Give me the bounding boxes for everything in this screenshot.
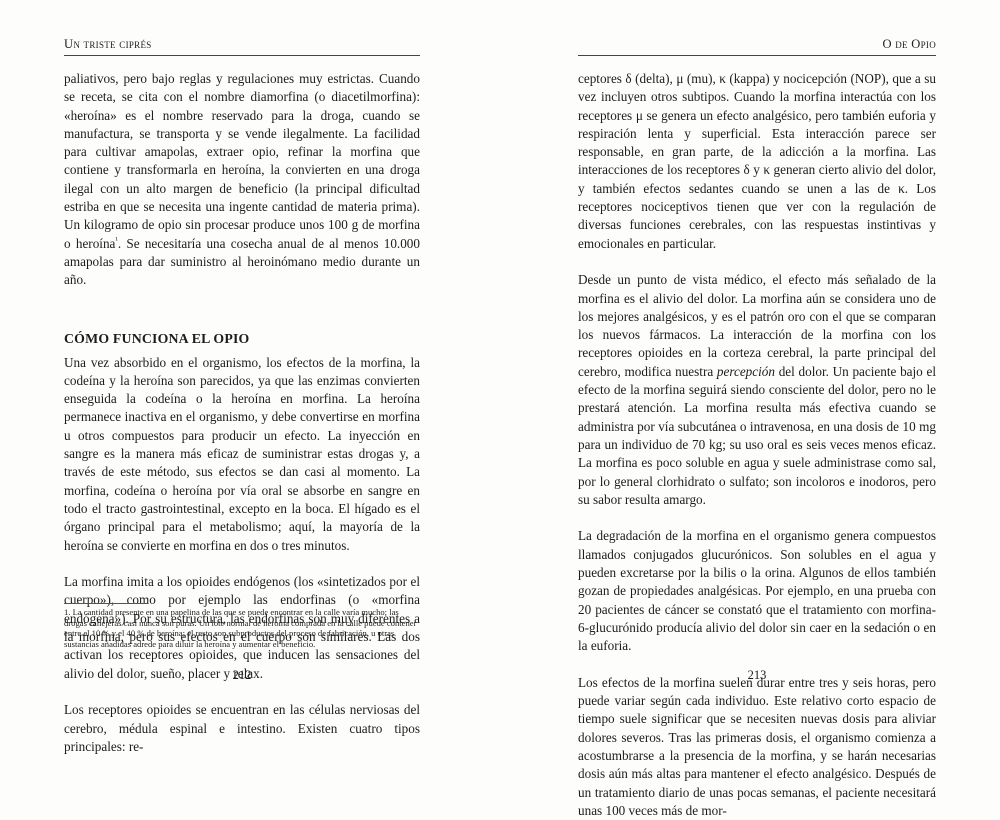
running-head-left: Un triste ciprés	[64, 37, 420, 56]
paragraph: La morfina imita a los opioides endógeno…	[64, 574, 420, 681]
footnote-rule	[64, 603, 148, 604]
paragraph: La degradación de la morfina en el organ…	[578, 528, 936, 654]
emphasis-text: percepción	[716, 363, 775, 379]
paragraph-text: . Se necesitaría una cosecha anual de al…	[64, 235, 420, 288]
left-page: Un triste ciprés paliativos, pero bajo r…	[64, 0, 420, 754]
footnote-marker[interactable]: ¹	[115, 235, 118, 245]
page-number-left: 212	[232, 668, 252, 682]
paragraph: Los efectos de la morfina suelen durar e…	[578, 674, 936, 818]
book-spread: Un triste ciprés paliativos, pero bajo r…	[64, 0, 936, 818]
section-heading: CÓMO FUNCIONA EL OPIO	[64, 330, 250, 346]
paragraph: Los receptores opioides se encuentran en…	[64, 702, 420, 754]
paragraph: Desde un punto de vista médico, el efect…	[578, 271, 936, 509]
paragraph: paliativos, pero bajo reglas y regulacio…	[64, 70, 420, 290]
paragraph-text: del dolor. Un paciente bajo el efecto de…	[578, 363, 936, 507]
paragraph-text: Desde un punto de vista médico, el efect…	[578, 272, 936, 379]
paragraph: ceptores δ (delta), μ (mu), κ (kappa) y …	[578, 71, 936, 251]
right-page-body: ceptores δ (delta), μ (mu), κ (kappa) y …	[578, 70, 936, 820]
page-number-right: 213	[747, 668, 767, 682]
paragraph: Una vez absorbido en el organismo, los e…	[64, 354, 420, 553]
paragraph-text: paliativos, pero bajo reglas y regulacio…	[64, 71, 420, 251]
running-head-right: O de Opio	[578, 37, 936, 56]
right-page: O de Opio ceptores δ (delta), μ (mu), κ …	[578, 0, 936, 818]
footnote: 1. La cantidad presente en una papelina …	[64, 607, 417, 649]
left-page-body: paliativos, pero bajo reglas y regulacio…	[64, 70, 420, 756]
